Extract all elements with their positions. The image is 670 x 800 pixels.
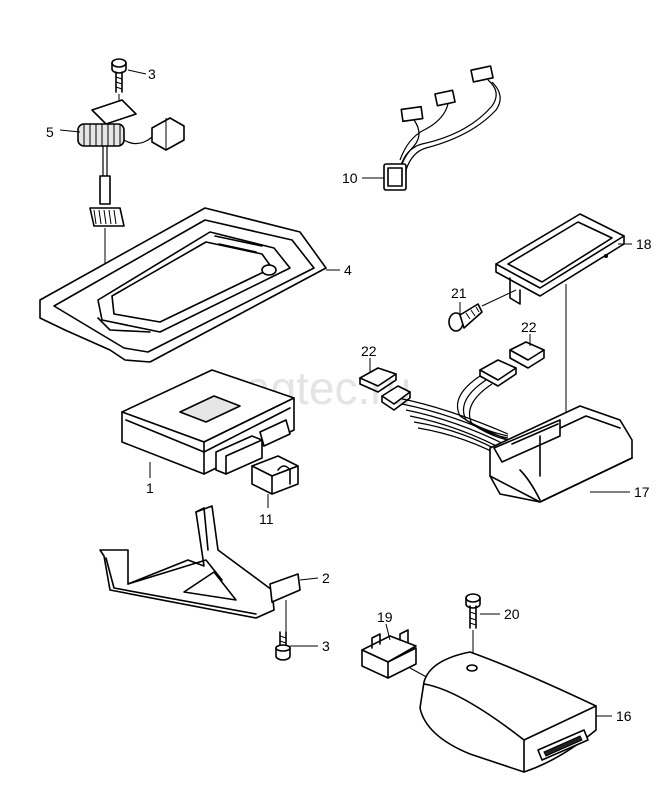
callout-5: 5: [46, 124, 54, 140]
callout-1: 1: [146, 480, 154, 496]
callout-labels: 3 5 10 4 18 21 22 22 1 11 17 2 3 19 20 1…: [46, 66, 652, 724]
part-18-cover: [495, 213, 625, 440]
callout-10: 10: [342, 170, 358, 186]
part-19-clip: [361, 629, 433, 681]
part-20-bolt: [465, 593, 481, 664]
callout-21: 21: [451, 285, 467, 301]
part-10-harness: [383, 65, 501, 191]
callout-22-left: 22: [361, 343, 377, 359]
part-3-bolt-bottom: [275, 631, 291, 661]
callout-3-top: 3: [148, 66, 156, 82]
callout-22-right: 22: [521, 319, 537, 335]
part-21-screw: [448, 289, 517, 332]
part-22-connector-left: [359, 367, 397, 393]
part-16-housing: [419, 651, 597, 773]
callout-20: 20: [504, 606, 520, 622]
part-17-module: [381, 359, 633, 503]
callout-18: 18: [636, 236, 652, 252]
part-1-control-unit: [121, 369, 295, 478]
leader-lines: [59, 69, 632, 717]
part-11-clip: [251, 455, 299, 508]
part-22-connector-right: [509, 341, 545, 369]
callout-17: 17: [634, 484, 650, 500]
part-2-bracket: [99, 505, 301, 632]
callout-3-bottom: 3: [322, 638, 330, 654]
callout-11: 11: [259, 511, 274, 527]
part-4-tray: [39, 207, 327, 363]
callout-16: 16: [616, 708, 632, 724]
callout-2: 2: [322, 570, 330, 586]
callout-4: 4: [344, 262, 352, 278]
callout-19: 19: [377, 609, 393, 625]
part-5-coil-cable: [77, 99, 185, 300]
